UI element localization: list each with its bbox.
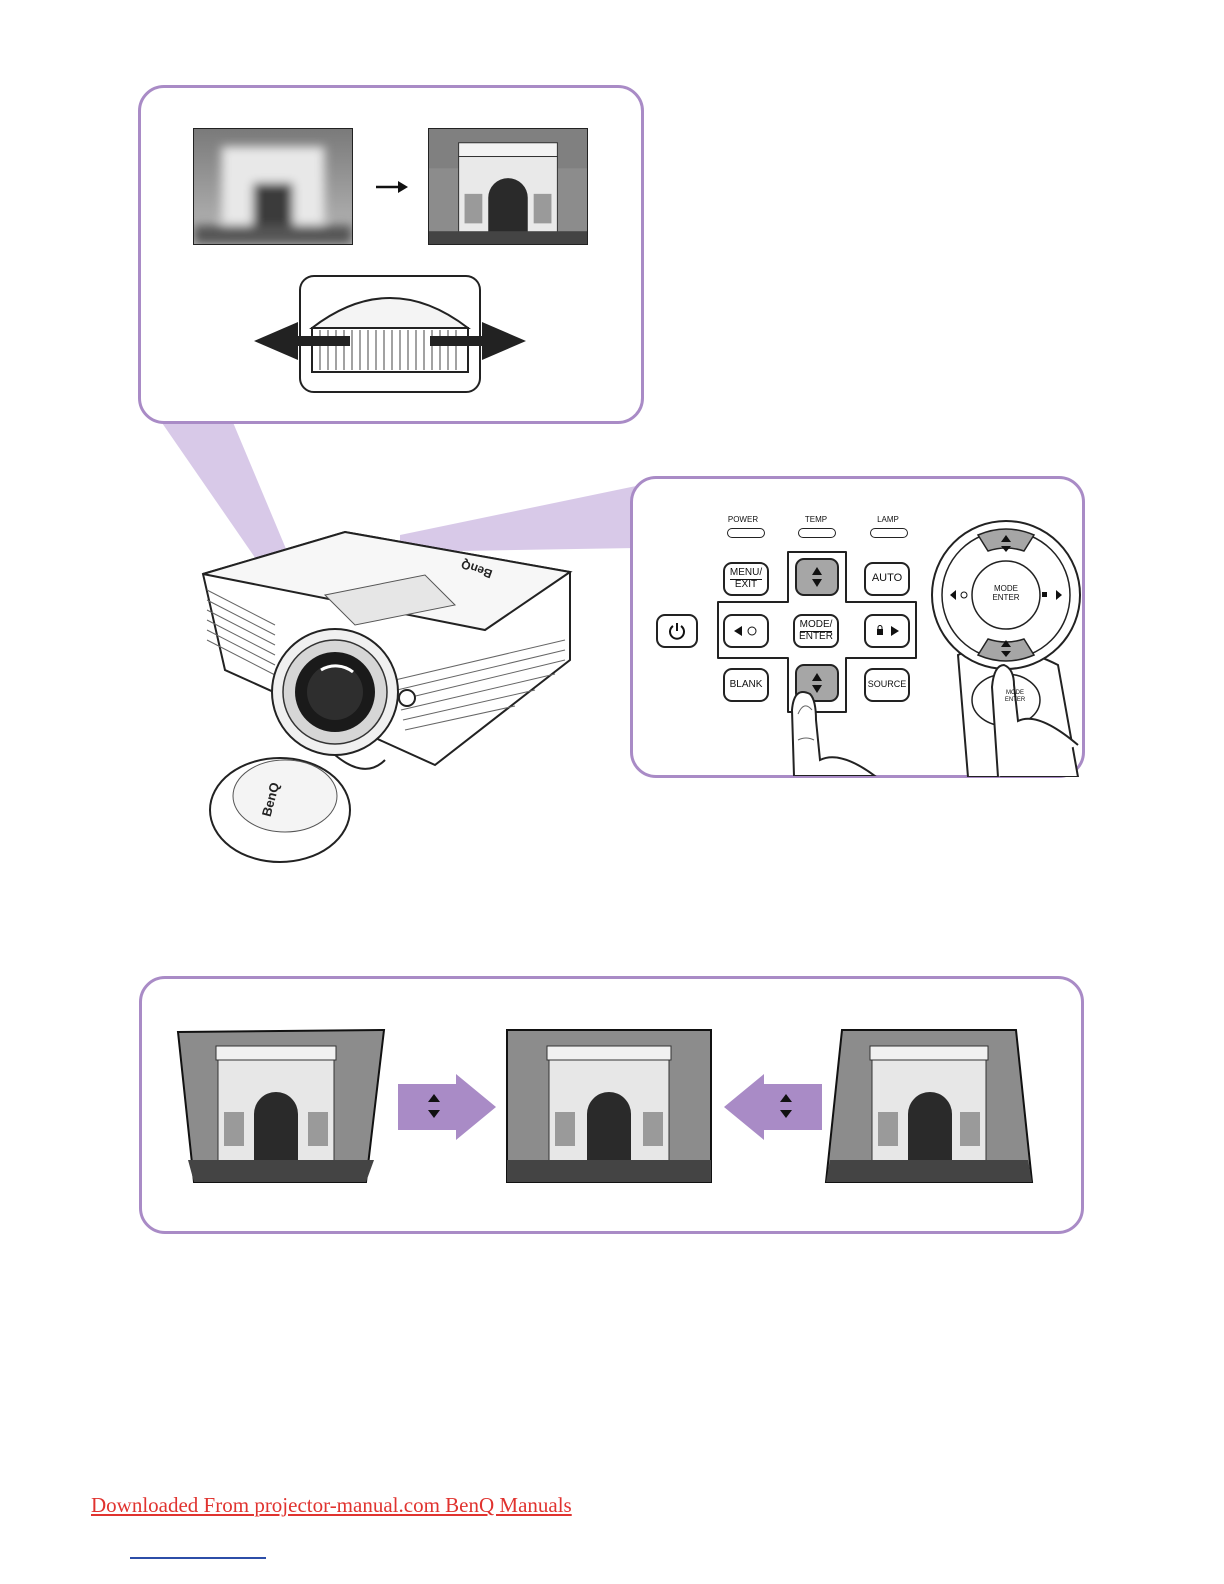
remote-mode-lower-label: MODE bbox=[998, 690, 1032, 697]
finger-pressing-panel bbox=[780, 680, 890, 776]
right-arrow-button[interactable] bbox=[864, 614, 910, 648]
remote-mode-enter-button[interactable]: MODE ENTER bbox=[980, 584, 1032, 606]
footer-download-link[interactable]: Downloaded From projector-manual.com Ben… bbox=[91, 1493, 572, 1518]
focused-image bbox=[428, 128, 588, 245]
keystone-up-icon bbox=[810, 565, 824, 589]
power-indicator-led bbox=[727, 528, 765, 538]
keystone-down-arrow-graphic bbox=[720, 1074, 824, 1140]
blank-label: BLANK bbox=[730, 680, 763, 691]
power-button[interactable] bbox=[656, 614, 698, 648]
mode-enter-button[interactable]: MODE/ ENTER bbox=[793, 614, 839, 648]
keystone-up-button[interactable] bbox=[795, 558, 839, 596]
remote-enter-label: ENTER bbox=[980, 593, 1032, 602]
focus-ring-illustration bbox=[250, 272, 530, 394]
arrow-right-icon bbox=[374, 178, 410, 196]
temp-indicator-led bbox=[798, 528, 836, 538]
auto-label: AUTO bbox=[872, 573, 902, 585]
blurry-image bbox=[193, 128, 353, 245]
exit-label: EXIT bbox=[735, 580, 757, 591]
left-arrow-icon bbox=[732, 625, 760, 637]
blank-button[interactable]: BLANK bbox=[723, 668, 769, 702]
auto-button[interactable]: AUTO bbox=[864, 562, 910, 596]
remote-mode-label: MODE bbox=[980, 584, 1032, 593]
keystone-image-bottom-wide bbox=[824, 1028, 1034, 1184]
power-icon bbox=[667, 621, 687, 641]
enter-label: ENTER bbox=[799, 632, 833, 643]
left-arrow-button[interactable] bbox=[723, 614, 769, 648]
right-arrow-icon bbox=[873, 625, 901, 637]
remote-enter-lower-label: ENTER bbox=[998, 697, 1032, 704]
lamp-indicator-label: LAMP bbox=[858, 515, 918, 524]
remote-mode-enter-lower: MODE ENTER bbox=[998, 690, 1032, 708]
footer-rule bbox=[130, 1557, 266, 1559]
keystone-image-top-wide bbox=[176, 1028, 386, 1184]
keystone-up-arrow-graphic bbox=[396, 1074, 500, 1140]
projector-illustration: BenQ BenQ bbox=[185, 520, 585, 870]
power-indicator-label: POWER bbox=[713, 515, 773, 524]
keystone-image-corrected bbox=[505, 1028, 713, 1184]
temp-indicator-label: TEMP bbox=[786, 515, 846, 524]
remote-control bbox=[928, 515, 1084, 777]
menu-exit-button[interactable]: MENU/ EXIT bbox=[723, 562, 769, 596]
lamp-indicator-led bbox=[870, 528, 908, 538]
